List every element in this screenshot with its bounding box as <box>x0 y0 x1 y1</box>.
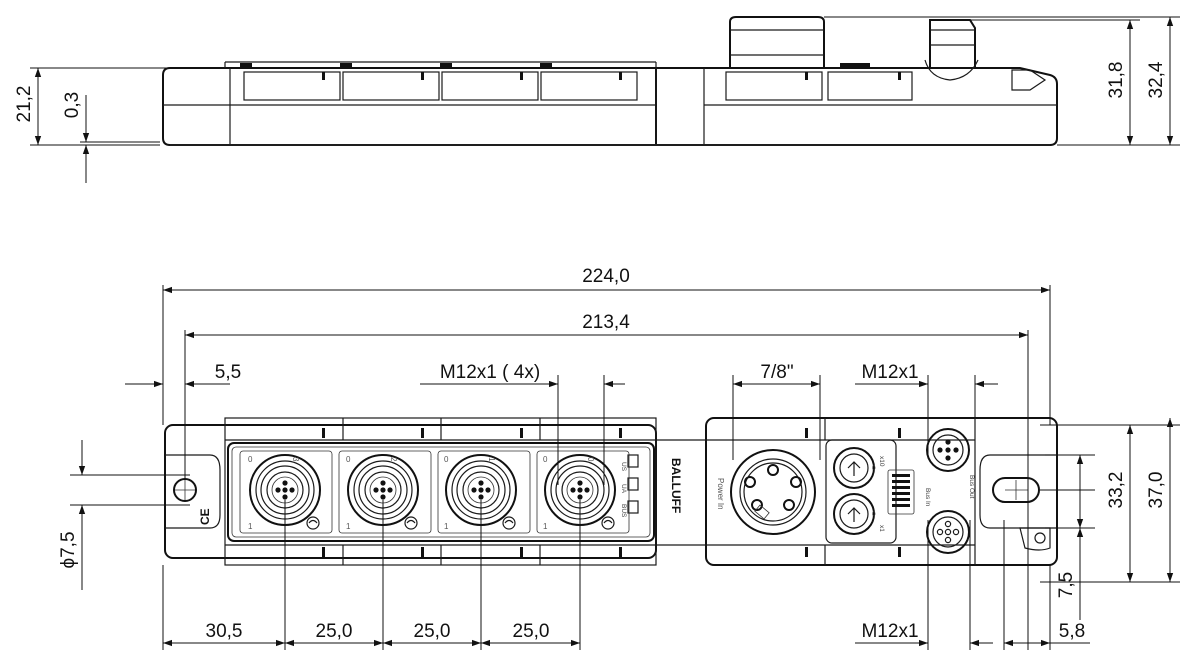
dim-height-base: 0,3 <box>62 92 83 118</box>
dim-hole-offset: 7,5 <box>1056 572 1077 598</box>
address-switches: x10 x1 0 0 <box>825 439 915 544</box>
front-body-left <box>164 424 657 559</box>
port-label-top: 0 <box>248 455 253 464</box>
right-mount-ear <box>979 454 1057 529</box>
port-label-top: 0 <box>346 455 351 464</box>
zero-b: 0 <box>872 511 876 518</box>
dim-m12-io: M12x1 ( 4x) <box>440 362 540 383</box>
port-number: 3 <box>291 457 300 462</box>
dim-hole-dia: ϕ7,5 <box>58 531 79 568</box>
port-number: 1 <box>487 457 496 462</box>
screw-icon <box>601 516 615 530</box>
port-number: 0 <box>586 457 595 462</box>
brand-logo: BALLUFF <box>669 458 683 513</box>
bus-connector-side <box>929 19 976 69</box>
dim-edge-offset: 5,5 <box>215 362 241 383</box>
dim-bus-in: M12x1 <box>861 621 918 642</box>
dim-power: 7/8" <box>760 362 793 383</box>
port-label-bottom: 1 <box>444 522 449 531</box>
screw-icon <box>306 516 320 530</box>
led-us-label: US <box>620 462 627 472</box>
right-mount-slot <box>992 477 1040 503</box>
front-view: CE US UA BUS BALLUFF 0 3 1 0 2 1 0 1 1 0 0 1 <box>164 417 1058 566</box>
port-label-top: 0 <box>444 455 449 464</box>
dim-width-body: 37,0 <box>1146 472 1167 509</box>
bus-out-label: Bus Out <box>968 475 975 499</box>
ground-screw <box>1034 532 1046 544</box>
led-us <box>627 454 639 468</box>
dim-overall-length: 224,0 <box>582 266 630 287</box>
bus-out-connector <box>926 428 970 472</box>
port-label-bottom: 1 <box>346 522 351 531</box>
dim-port-pitch-1: 25,0 <box>316 621 353 642</box>
dim-port-pitch-2: 25,0 <box>414 621 451 642</box>
zero-a: 0 <box>872 465 876 472</box>
dim-port-pitch-3: 25,0 <box>513 621 550 642</box>
port-number: 2 <box>389 457 398 462</box>
x10-label: x10 <box>878 456 885 467</box>
power-connector: Power In <box>716 449 816 535</box>
screw-icon <box>404 516 418 530</box>
dim-right-offset: 5,8 <box>1059 621 1085 642</box>
led-bus-label: BUS <box>620 504 627 518</box>
dim-height-conn2: 32,4 <box>1146 61 1167 98</box>
led-bus <box>627 500 639 514</box>
left-mount-ear <box>165 454 221 529</box>
io-panel <box>227 442 655 542</box>
led-ua <box>627 477 639 491</box>
io-port: 0 2 1 <box>346 454 419 531</box>
bus-in-label: Bus In <box>924 488 931 507</box>
dim-bus-out: M12x1 <box>861 362 918 383</box>
front-dimensions: 224,0 213,4 5,5 M12x1 ( 4x) 7/8" M12x1 3… <box>58 266 1180 650</box>
dim-first-port: 30,5 <box>206 621 243 642</box>
port-label-bottom: 1 <box>543 522 548 531</box>
bus-in-connector <box>926 510 970 554</box>
dim-height-conn1: 31,8 <box>1106 62 1127 99</box>
screw-icon <box>502 516 516 530</box>
led-ua-label: UA <box>620 484 627 494</box>
x1-label: x1 <box>878 525 885 532</box>
dim-height-body: 21,2 <box>14 86 35 123</box>
dim-mount-pitch: 213,4 <box>582 312 630 333</box>
power-in-label: Power In <box>716 478 725 510</box>
power-connector-side <box>729 16 825 69</box>
port-label-bottom: 1 <box>248 522 253 531</box>
port-label-top: 0 <box>543 455 548 464</box>
ce-mark: CE <box>198 508 212 525</box>
side-view: 21,2 0,3 31,8 32,4 <box>14 16 1180 183</box>
dim-width-holes: 33,2 <box>1106 472 1127 509</box>
